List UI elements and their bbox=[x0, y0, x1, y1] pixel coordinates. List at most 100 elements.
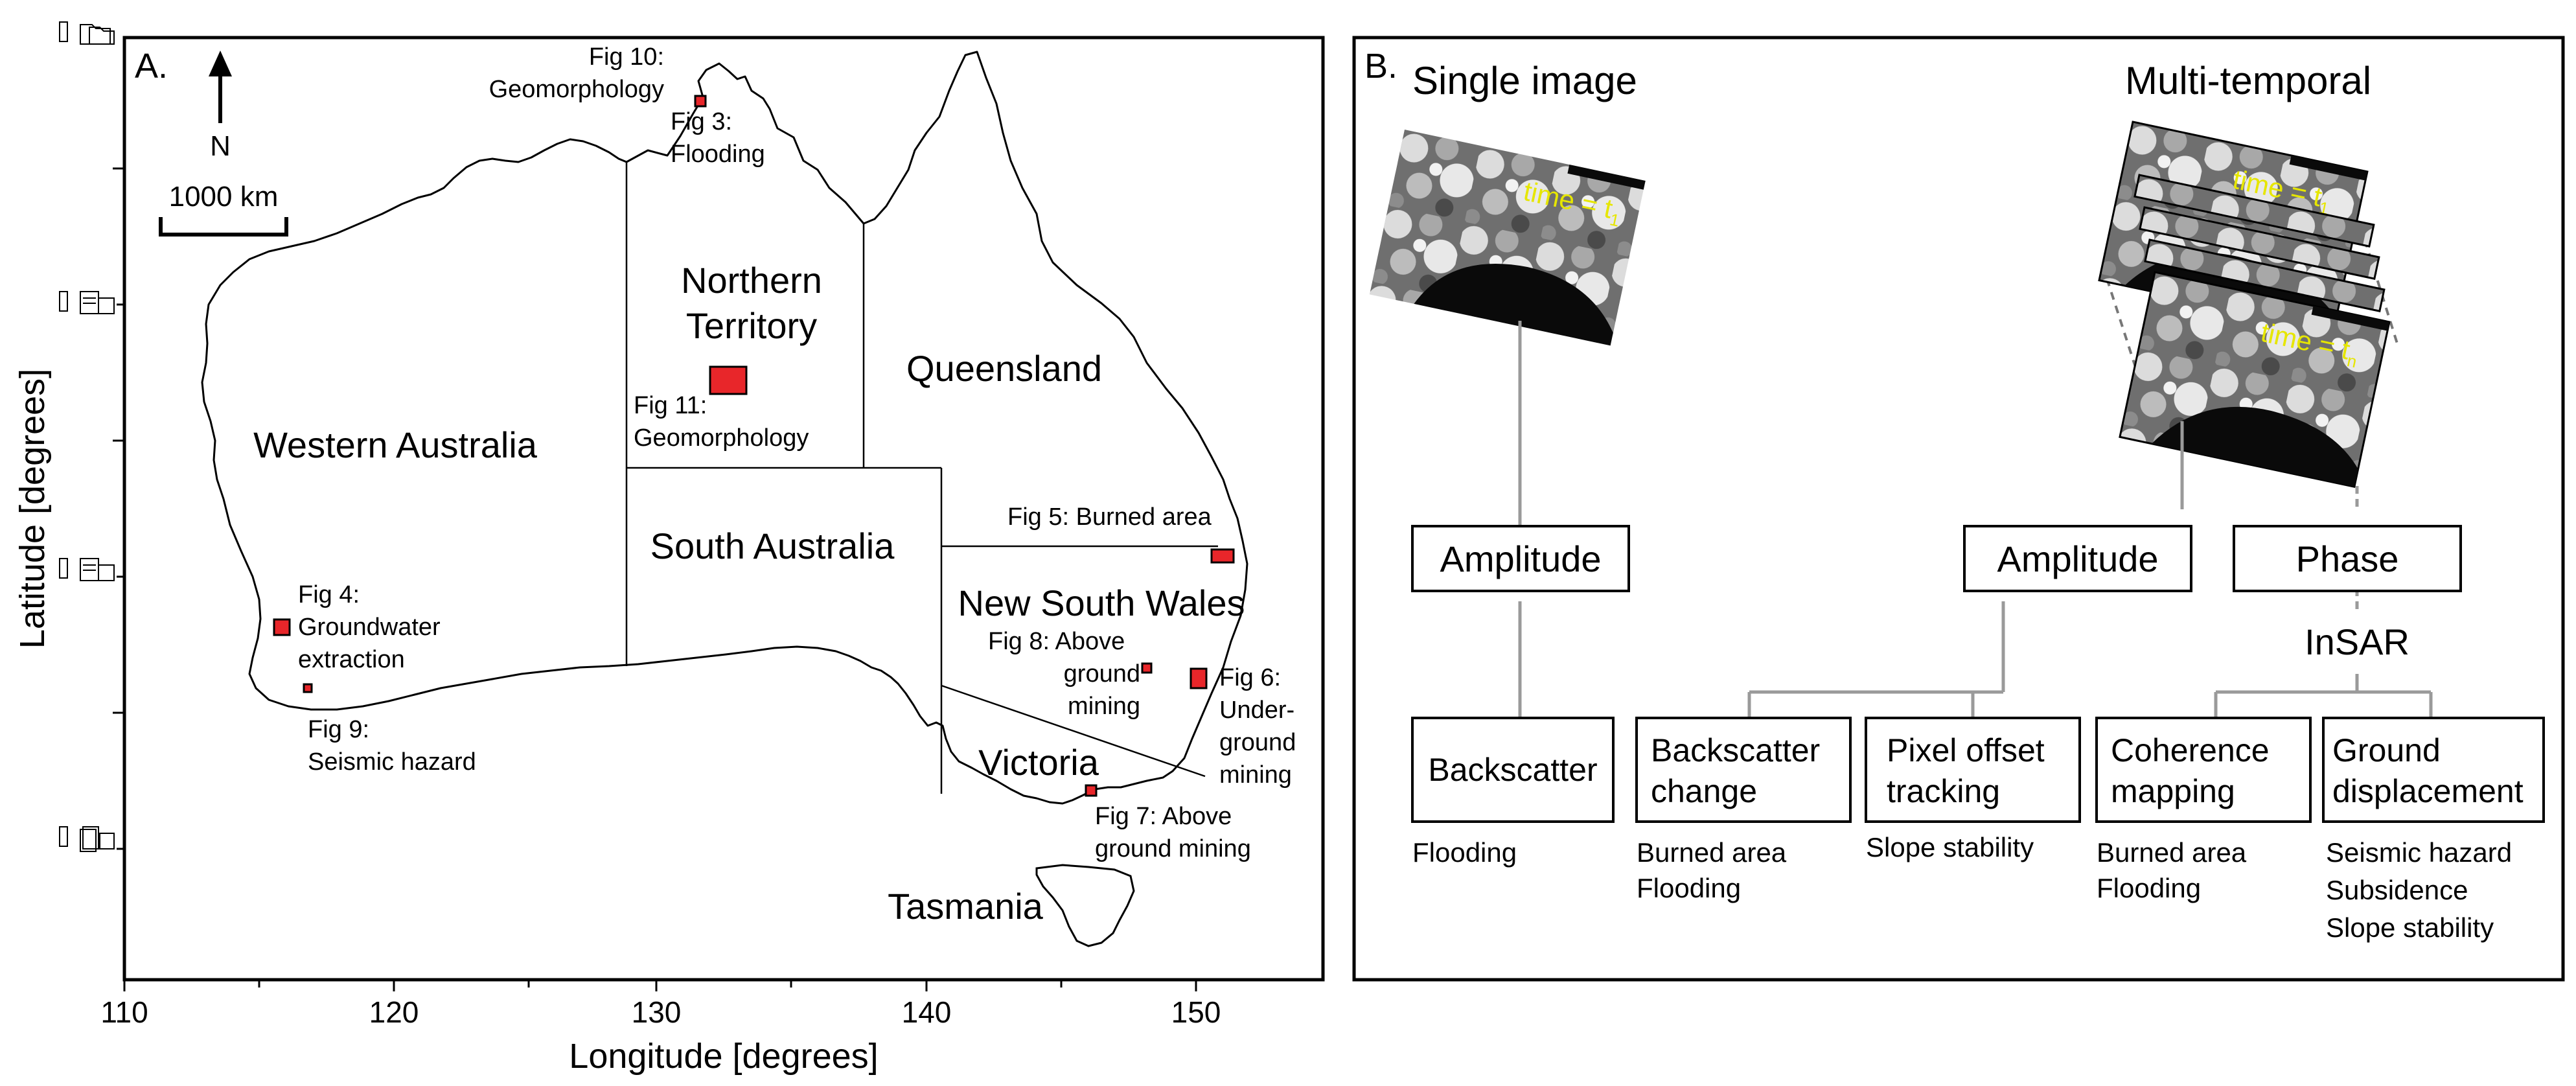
north-arrow: N bbox=[209, 51, 232, 162]
connectors bbox=[1518, 321, 2433, 718]
label-queensland: Queensland bbox=[906, 348, 1102, 389]
pixel-offset-label-1: Pixel offset bbox=[1887, 732, 2045, 768]
fig11-label: Fig 11: bbox=[634, 392, 707, 419]
fig7-desc: ground mining bbox=[1095, 835, 1251, 862]
backscatter-label: Backscatter bbox=[1428, 752, 1597, 788]
label-northern-territory-2: Territory bbox=[686, 305, 817, 346]
panel-b-label: B. bbox=[1364, 47, 1397, 86]
file-stack-icon bbox=[59, 826, 115, 852]
backscatter-change-box bbox=[1635, 717, 1852, 823]
y-axis-ticks bbox=[113, 167, 124, 850]
x-tick-150: 150 bbox=[1171, 995, 1221, 1029]
fig4-desc-2: extraction bbox=[298, 646, 405, 673]
x-tick-130: 130 bbox=[632, 995, 682, 1029]
pixel-offset-label-2: tracking bbox=[1887, 773, 2000, 809]
app-backscatter-1: Flooding bbox=[1412, 837, 1517, 868]
ground-label-2: displacement bbox=[2332, 773, 2524, 809]
state-borders bbox=[625, 162, 1218, 794]
marker-fig11 bbox=[709, 365, 748, 395]
x-axis-label: Longitude [degrees] bbox=[569, 1037, 878, 1076]
multi-temporal-title: Multi-temporal bbox=[2125, 59, 2371, 102]
marker-fig7 bbox=[1085, 784, 1098, 797]
fig8-desc-1: ground bbox=[1064, 660, 1140, 687]
level1-labels: Amplitude Amplitude Phase InSAR bbox=[1440, 538, 2409, 662]
scale-bar: 1000 km bbox=[159, 181, 288, 237]
label-northern-territory-1: Northern bbox=[681, 260, 822, 301]
x-axis-ticks bbox=[123, 980, 1197, 991]
coherence-label-2: mapping bbox=[2111, 773, 2235, 809]
applications: Flooding Burned area Flooding Slope stab… bbox=[1412, 832, 2512, 943]
multi-temporal-stack: time = t1 time = tn bbox=[2098, 121, 2398, 489]
pixel-offset-box bbox=[1865, 717, 2081, 823]
marker-fig5 bbox=[1210, 548, 1235, 564]
label-victoria: Victoria bbox=[978, 742, 1099, 783]
app-ground-3: Slope stability bbox=[2326, 912, 2494, 943]
backscatter-change-label-1: Backscatter bbox=[1651, 732, 1820, 768]
panel-b-frame bbox=[1352, 36, 2565, 982]
level2-nodes bbox=[1411, 717, 2545, 823]
ground-label-1: Ground bbox=[2332, 732, 2441, 768]
fig10-label: Fig 10: bbox=[589, 43, 664, 71]
marker-fig4 bbox=[273, 618, 291, 636]
label-western-australia: Western Australia bbox=[253, 424, 538, 465]
label-south-australia: South Australia bbox=[650, 526, 895, 566]
phase-label: Phase bbox=[2296, 538, 2399, 579]
fig9-label: Fig 9: bbox=[308, 716, 369, 743]
x-tick-140: 140 bbox=[902, 995, 952, 1029]
amplitude-single-box bbox=[1411, 525, 1630, 592]
x-tick-labels: 110 120 130 140 150 bbox=[100, 995, 1221, 1029]
edge-glyphs bbox=[59, 21, 115, 852]
north-label: N bbox=[210, 130, 231, 162]
label-new-south-wales: New South Wales bbox=[958, 583, 1245, 623]
single-image-title: Single image bbox=[1412, 59, 1637, 102]
marker-fig6 bbox=[1190, 667, 1208, 689]
single-sar-image: time = t1 bbox=[1369, 130, 1646, 346]
panel-a-frame bbox=[122, 36, 1325, 982]
fig-markers bbox=[273, 95, 1235, 797]
level1-nodes bbox=[1411, 525, 2462, 592]
australia-mainland-outline bbox=[201, 51, 1248, 805]
coherence-label-1: Coherence bbox=[2111, 732, 2270, 768]
phase-box bbox=[2233, 525, 2462, 592]
fig-annotations: Fig 10: Geomorphology Fig 3: Flooding Fi… bbox=[298, 43, 1296, 862]
amplitude-multi-box bbox=[1963, 525, 2192, 592]
y-axis-label: Latitude [degrees] bbox=[13, 369, 52, 649]
fig6-desc-1: Under- bbox=[1219, 697, 1294, 724]
tasmania-outline bbox=[1035, 864, 1135, 947]
panel-a-label: A. bbox=[135, 47, 168, 86]
folder-icon bbox=[59, 21, 115, 45]
coherence-box bbox=[2095, 717, 2312, 823]
ground-displacement-box bbox=[2322, 717, 2545, 823]
marker-fig8 bbox=[1141, 662, 1153, 674]
fig11-desc: Geomorphology bbox=[634, 424, 809, 452]
fig8-desc-2: mining bbox=[1068, 693, 1140, 720]
app-bs-change-1: Burned area bbox=[1637, 837, 1787, 868]
marker-fig10 bbox=[694, 95, 707, 108]
panel-b: B. Single image Multi-temporal time = t1 bbox=[1352, 36, 2565, 982]
app-pixel-1: Slope stability bbox=[1866, 832, 2034, 862]
app-ground-1: Seismic hazard bbox=[2326, 837, 2512, 868]
fig3-label: Fig 3: bbox=[671, 108, 732, 135]
backscatter-box bbox=[1411, 717, 1615, 823]
fig6-label: Fig 6: bbox=[1219, 664, 1281, 691]
fig3-desc: Flooding bbox=[671, 141, 765, 168]
fig6-desc-3: mining bbox=[1219, 761, 1292, 789]
state-labels: Western Australia Northern Territory Que… bbox=[253, 260, 1245, 927]
x-tick-110: 110 bbox=[100, 995, 148, 1029]
marker-fig9 bbox=[303, 683, 313, 693]
fig7-label: Fig 7: Above bbox=[1095, 803, 1232, 830]
x-tick-120: 120 bbox=[369, 995, 419, 1029]
amplitude-single-label: Amplitude bbox=[1440, 538, 1601, 579]
fig6-desc-2: ground bbox=[1219, 729, 1296, 756]
panel-a: A. N 1000 km bbox=[13, 21, 1325, 1076]
fig5-label: Fig 5: Burned area bbox=[1007, 503, 1212, 531]
fig10-desc: Geomorphology bbox=[489, 76, 664, 103]
fig4-label: Fig 4: bbox=[298, 581, 360, 608]
fig4-desc-1: Groundwater bbox=[298, 614, 441, 641]
document-icon bbox=[59, 291, 115, 314]
app-coherence-1: Burned area bbox=[2097, 837, 2247, 868]
level2-labels: Backscatter Backscatter change Pixel off… bbox=[1428, 732, 2523, 809]
document-icon bbox=[59, 558, 115, 581]
fig9-desc: Seismic hazard bbox=[308, 748, 476, 776]
